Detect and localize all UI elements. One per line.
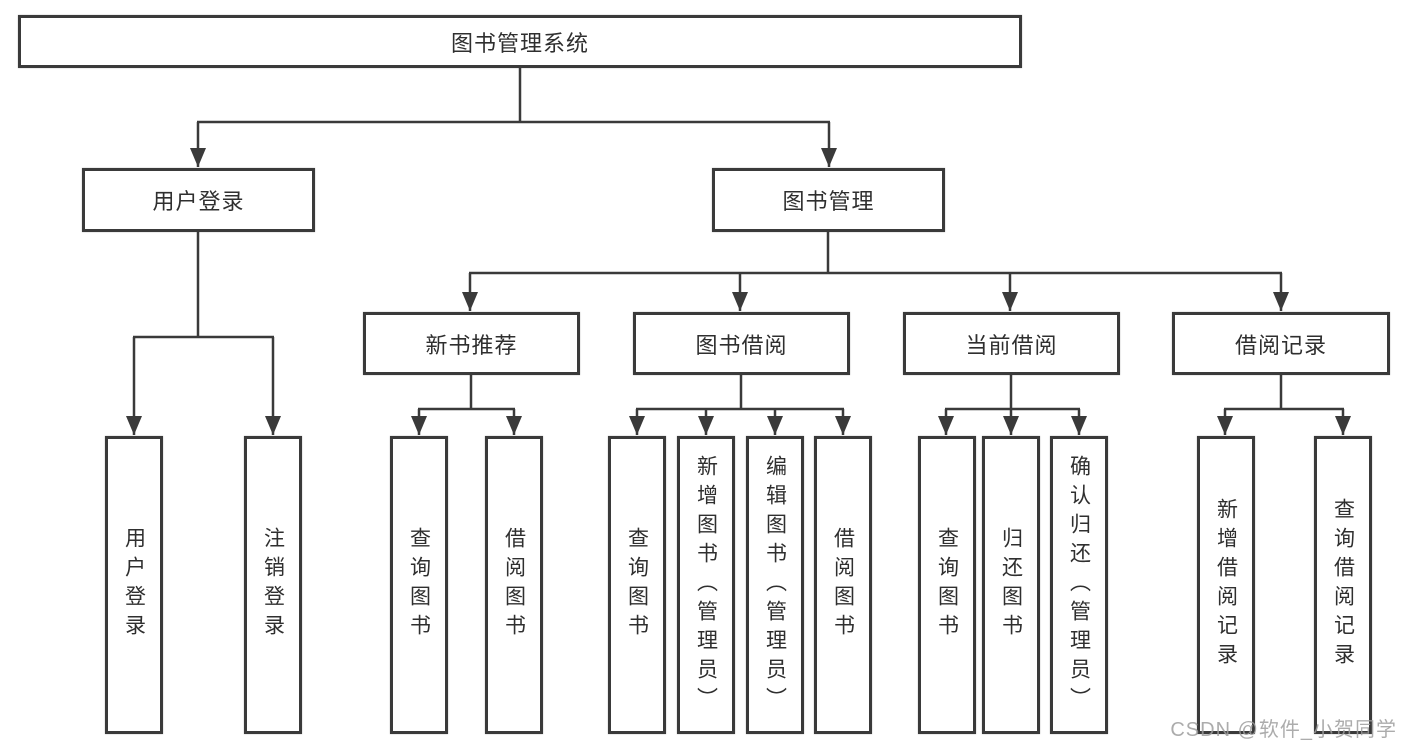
node-book-borrowing: 图书借阅 [633,312,850,375]
leaf-query-books-current: 查询图书 [918,436,976,734]
leaf-label: 查询图书 [935,527,959,643]
node-user-login: 用户登录 [82,168,315,232]
leaf-label: 查询图书 [407,527,431,643]
leaf-add-books-admin: 新增图书（管理员） [677,436,735,734]
leaf-label: 注销登录 [261,527,285,643]
leaf-label: 借阅图书 [502,527,526,643]
leaf-edit-books-admin: 编辑图书（管理员） [746,436,804,734]
leaf-label: 借阅图书 [831,527,855,643]
leaf-label: 确认归还（管理员） [1067,454,1091,716]
leaf-label: 用户登录 [122,527,146,643]
leaf-user-login: 用户登录 [105,436,163,734]
node-label: 当前借阅 [965,332,1058,358]
leaf-confirm-return-admin: 确认归还（管理员） [1050,436,1108,734]
csdn-watermark: CSDN @软件_小贺同学 [1170,719,1397,741]
node-book-management: 图书管理 [712,168,945,232]
leaf-label: 查询图书 [625,527,649,643]
leaf-label: 归还图书 [999,527,1023,643]
node-label: 图书管理系统 [450,30,589,56]
node-label: 新书推荐 [425,332,518,358]
node-current-borrowing: 当前借阅 [903,312,1120,375]
leaf-borrow-books: 借阅图书 [814,436,872,734]
node-label: 用户登录 [152,189,245,214]
leaf-return-books: 归还图书 [982,436,1040,734]
leaf-query-borrow-record: 查询借阅记录 [1314,436,1372,734]
node-label: 借阅记录 [1234,332,1327,358]
node-borrowing-records: 借阅记录 [1172,312,1390,375]
leaf-label: 编辑图书（管理员） [763,454,787,716]
leaf-label: 新增借阅记录 [1214,498,1238,672]
node-label: 图书借阅 [695,332,788,358]
node-book-management-system: 图书管理系统 [18,15,1022,68]
leaf-label: 查询借阅记录 [1331,498,1355,672]
leaf-logout: 注销登录 [244,436,302,734]
leaf-borrow-books-recommend: 借阅图书 [485,436,543,734]
leaf-add-borrow-record: 新增借阅记录 [1197,436,1255,734]
node-label: 图书管理 [782,189,875,214]
leaf-query-books-recommend: 查询图书 [390,436,448,734]
node-new-book-recommend: 新书推荐 [363,312,580,375]
leaf-query-books-borrowing: 查询图书 [608,436,666,734]
leaf-label: 新增图书（管理员） [694,454,718,716]
